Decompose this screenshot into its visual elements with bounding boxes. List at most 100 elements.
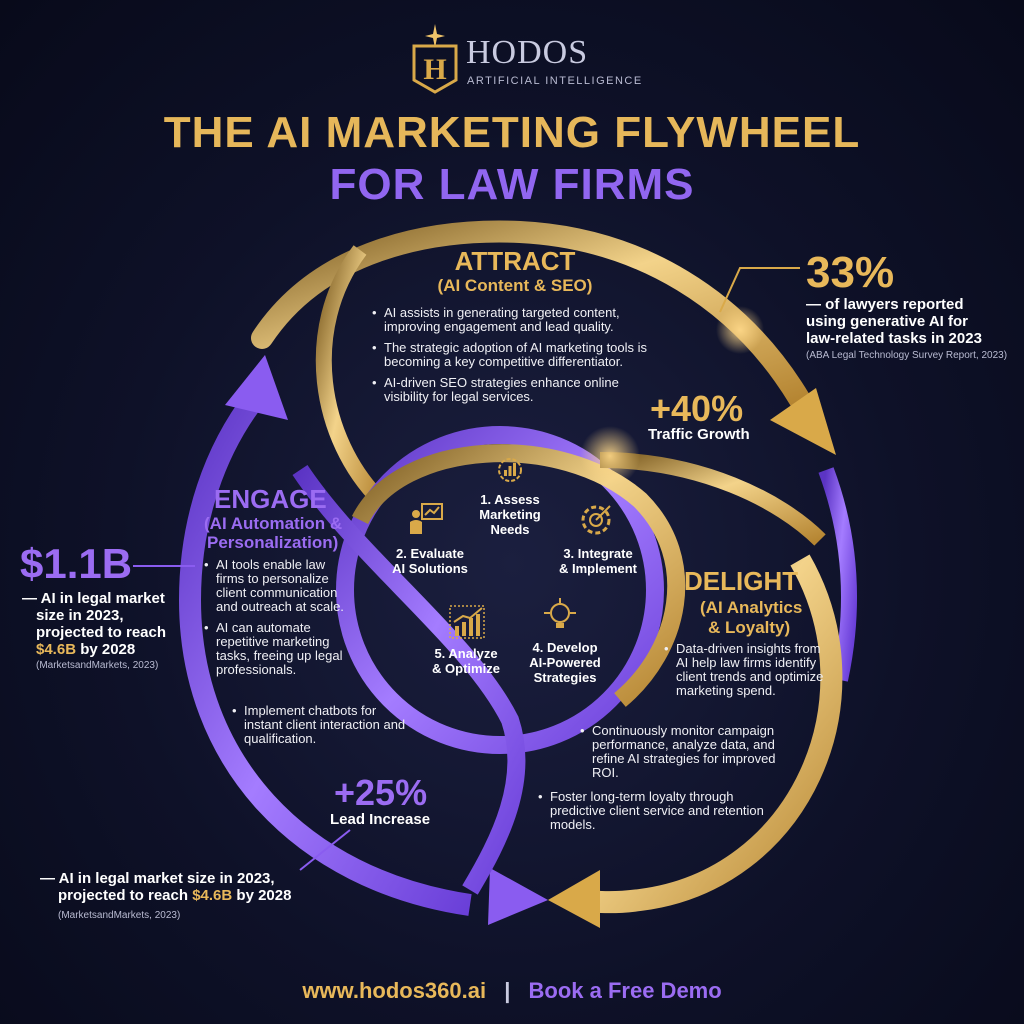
delight-subtitle-line2: & Loyalty)	[708, 618, 791, 637]
stat-highlight: $4.6B	[192, 887, 233, 904]
attract-bullet: The strategic adoption of AI marketing t…	[372, 341, 662, 369]
stat-1b-caption: — AI in legal market size in 2023, proje…	[22, 590, 202, 658]
stat-caption-line: — AI in legal market	[22, 590, 165, 607]
website-link[interactable]: www.hodos360.ai	[302, 978, 487, 1003]
attract-title: ATTRACT	[454, 246, 576, 276]
delight-bullets: Data-driven insights from AI help law fi…	[664, 642, 824, 705]
footer-separator: |	[504, 978, 511, 1003]
footer: www.hodos360.ai | Book a Free Demo	[0, 978, 1024, 1004]
growth-chart-icon	[449, 605, 485, 639]
stat-33-caption: — of lawyers reported using generative A…	[806, 296, 1016, 347]
market-bottom-source: (MarketsandMarkets, 2023)	[58, 910, 181, 921]
stat-40-label: Traffic Growth	[648, 426, 750, 443]
delight-title: DELIGHT	[684, 566, 799, 596]
engage-bottom-arrowhead	[488, 868, 548, 925]
attract-bullet: AI assists in generating targeted conten…	[372, 306, 662, 334]
step-label: AI-Powered	[529, 655, 601, 670]
step-number: 1.	[480, 492, 492, 507]
stat-highlight: $4.6B	[36, 641, 77, 658]
hodos-logo-icon: H	[412, 24, 458, 94]
stat-caption-line: using generative AI for	[806, 313, 968, 330]
step-label: Develop	[546, 640, 598, 655]
stat-33-source: (ABA Legal Technology Survey Report, 202…	[806, 350, 1008, 361]
step-label: Strategies	[533, 670, 597, 685]
page-title-line1: THE AI MARKETING FLYWHEEL	[163, 108, 861, 157]
stat-caption-line: — of lawyers reported	[806, 296, 964, 313]
step-number: 2.	[396, 546, 407, 561]
stat-25-value: +25%	[334, 772, 428, 813]
brand-name: HODOS	[466, 34, 589, 71]
engage-arrowhead	[225, 355, 288, 420]
step-label: Evaluate	[410, 546, 464, 561]
stat-caption-line: law-related tasks in 2023	[806, 330, 982, 347]
engage-bullet: Implement chatbots for instant client in…	[232, 704, 412, 746]
step-1: 1. Assess Marketing Needs	[455, 492, 565, 537]
gear-chart-icon	[498, 458, 522, 482]
attract-inner-arc	[315, 245, 386, 506]
stat-caption-text: projected to reach	[58, 887, 193, 904]
svg-text:H: H	[423, 53, 446, 86]
step-label: Analyze	[448, 646, 498, 661]
delight-purple-arc	[818, 467, 858, 682]
engage-bullet: AI can automate repetitive marketing tas…	[204, 621, 349, 677]
gear-target-icon	[581, 505, 611, 535]
step-label: Assess	[494, 492, 540, 507]
step-2: 2. Evaluate AI Solutions	[380, 546, 480, 576]
step-3: 3. Integrate & Implement	[548, 546, 648, 576]
engage-subtitle-line2: Personalization)	[207, 533, 339, 552]
step-label: Needs	[490, 522, 530, 537]
stat-caption-line: $4.6B by 2028	[22, 641, 202, 658]
presenter-chart-icon	[410, 503, 443, 534]
attract-bullet: AI-driven SEO strategies enhance online …	[372, 376, 662, 404]
stat-1b-value: $1.1B	[20, 540, 133, 587]
attract-subtitle: (AI Content & SEO)	[437, 276, 593, 295]
brand-subtitle: ARTIFICIAL INTELLIGENCE	[467, 75, 643, 87]
stat-25-connector	[299, 829, 351, 871]
step-label: Integrate	[577, 546, 633, 561]
brand-logo: H	[412, 24, 458, 94]
bulb-circuit-icon	[544, 598, 576, 628]
stat-caption-line: projected to reach $4.6B by 2028	[40, 887, 340, 904]
step-number: 4.	[532, 640, 544, 655]
step-4: 4. Develop AI-Powered Strategies	[510, 640, 620, 685]
step-number: 3.	[563, 546, 575, 561]
stat-caption-tail: by 2028	[232, 887, 292, 904]
delight-bullets-3: Foster long-term loyalty through predict…	[538, 790, 778, 839]
stat-33-value: 33%	[806, 248, 895, 297]
stat-40-value: +40%	[650, 388, 744, 429]
step-5: 5. Analyze & Optimize	[416, 646, 516, 676]
stat-caption-tail: by 2028	[76, 641, 136, 658]
delight-bullet: Data-driven insights from AI help law fi…	[664, 642, 824, 698]
book-demo-link[interactable]: Book a Free Demo	[528, 978, 722, 1003]
engage-arc	[178, 391, 472, 916]
attract-arrowhead	[770, 388, 836, 455]
market-bottom-caption: — AI in legal market size in 2023, proje…	[40, 870, 340, 904]
delight-bullet: Continuously monitor campaign performanc…	[580, 724, 780, 780]
engage-bullets-extra: Implement chatbots for instant client in…	[232, 704, 412, 753]
stat-25-label: Lead Increase	[330, 811, 431, 828]
delight-bullet: Foster long-term loyalty through predict…	[538, 790, 778, 832]
engage-bullets: AI tools enable law firms to personalize…	[204, 558, 349, 684]
stat-caption-line: — AI in legal market size in 2023,	[40, 870, 275, 887]
engage-inner-swoop	[292, 465, 526, 895]
step-number: 5.	[434, 646, 446, 661]
stat-caption-line: size in 2023,	[36, 607, 124, 624]
step-label: & Optimize	[432, 661, 500, 676]
delight-subtitle-line1: (AI Analytics	[700, 598, 803, 617]
step-label: Marketing	[479, 507, 541, 522]
page-title-line2: FOR LAW FIRMS	[329, 160, 695, 209]
stat-caption-line: projected to reach	[36, 624, 167, 641]
engage-title: ENGAGE	[214, 484, 327, 514]
delight-arc	[567, 554, 843, 914]
delight-arrowhead	[548, 870, 600, 928]
attract-bullets: AI assists in generating targeted conten…	[372, 306, 662, 411]
engage-subtitle-line1: (AI Automation &	[204, 514, 343, 533]
inner-ring-gold	[351, 444, 686, 707]
stat-33-connector	[719, 267, 800, 313]
engage-bullet: AI tools enable law firms to personalize…	[204, 558, 349, 614]
step-label: AI Solutions	[392, 561, 468, 576]
stat-1b-source: (MarketsandMarkets, 2023)	[36, 660, 159, 671]
delight-bullets-2: Continuously monitor campaign performanc…	[580, 724, 780, 787]
step-label: & Implement	[558, 561, 637, 576]
